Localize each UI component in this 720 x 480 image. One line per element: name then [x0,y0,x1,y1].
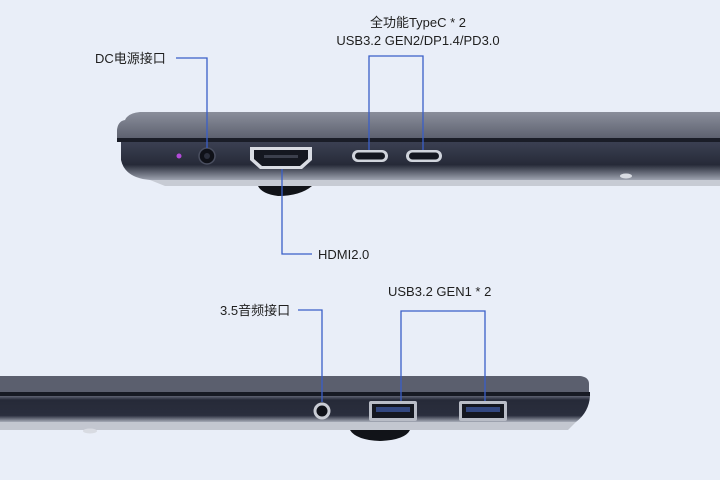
right-side-laptop [0,376,590,441]
typec-leader-line [368,55,424,150]
rubber-foot [258,186,312,196]
laptop-body-right [0,396,590,422]
lid-seam [117,138,720,142]
typec-title: 全功能TypeC * 2 [369,15,467,30]
rubber-foot-right [350,430,410,441]
laptop-bottom-edge [150,180,720,186]
leader-lines [176,55,486,402]
laptop-lid-top [117,112,720,140]
usba-leader-line [400,310,486,401]
typec-label: 全功能TypeC * 2 USB3.2 GEN2/DP1.4/PD3.0 [318,14,518,50]
usba-label: USB3.2 GEN1 * 2 [388,284,492,299]
laptop-lid-bottom [0,376,589,396]
hdmi-label: HDMI2.0 [318,247,370,262]
typec-spec: USB3.2 GEN2/DP1.4/PD3.0 [336,33,500,48]
left-side-laptop [117,112,720,196]
hdmi-leader-line [281,169,312,255]
foot-highlight [620,173,632,179]
power-led-icon [176,153,182,159]
dc-label: DC电源接口 [95,51,166,66]
audio-leader-line [298,309,323,402]
audio-label: 3.5音频接口 [220,303,291,318]
dc-leader-line [176,57,208,148]
